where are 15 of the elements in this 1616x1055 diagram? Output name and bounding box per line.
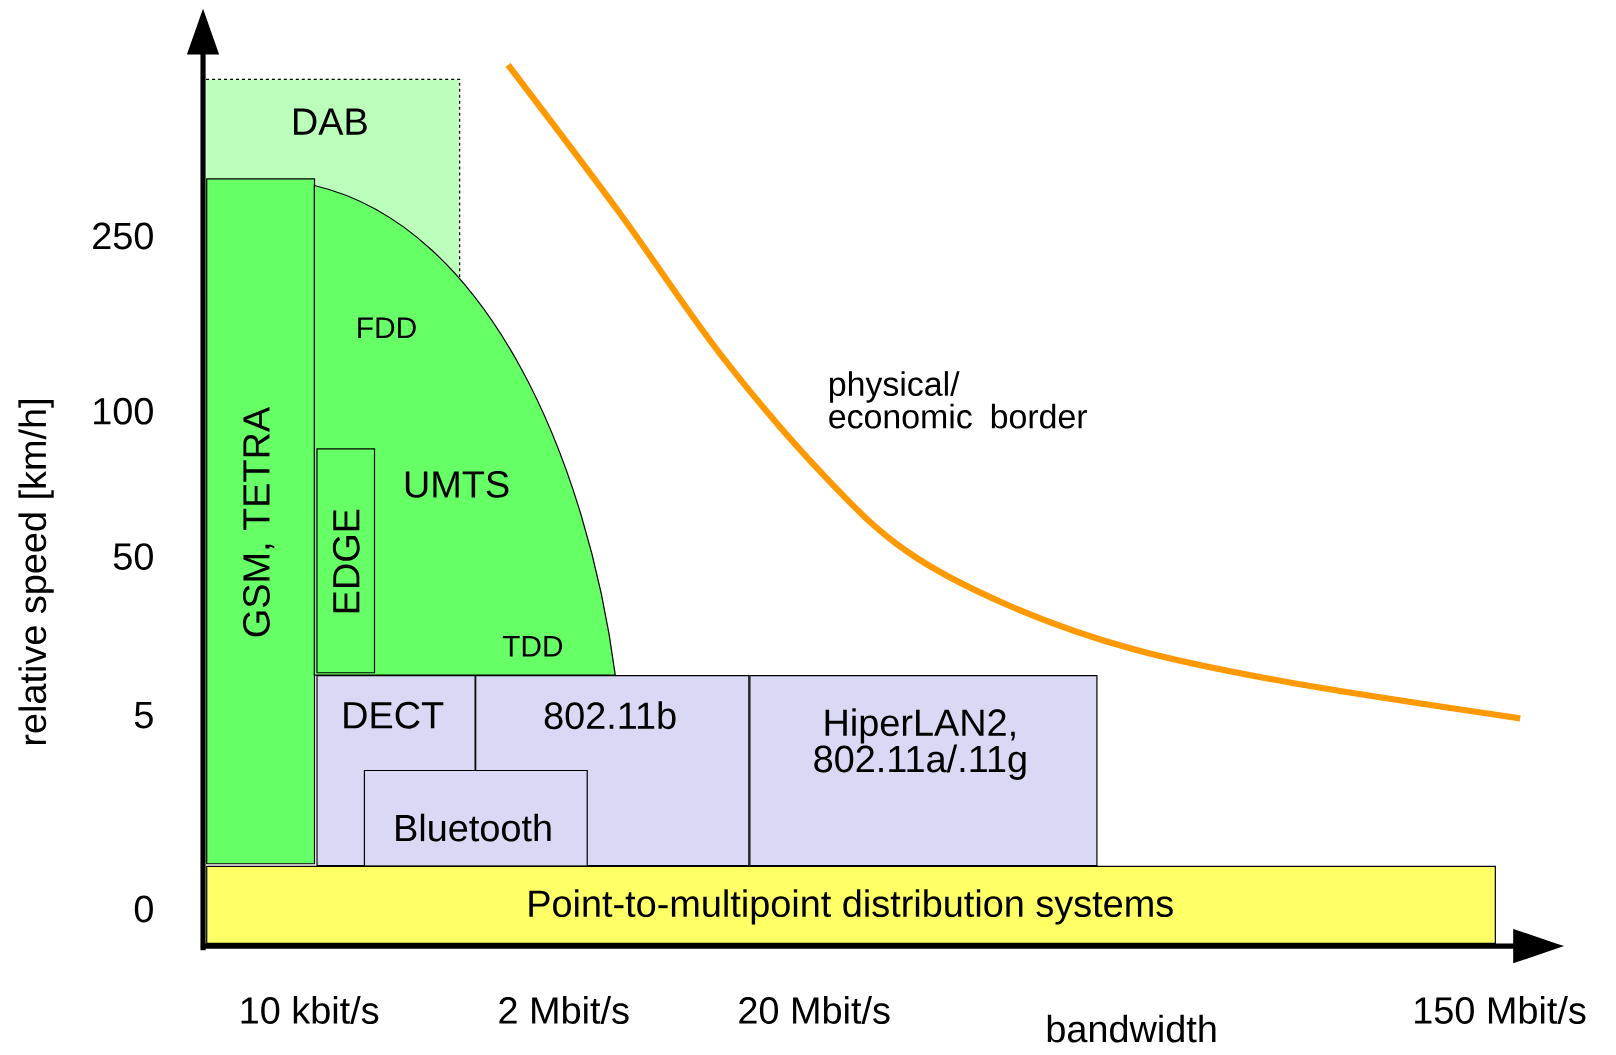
axis-title: bandwidth — [1047, 1014, 1216, 1043]
tick-label: 5 — [134, 702, 153, 729]
tick-label: 50 — [113, 543, 153, 570]
tick-label: 150 Mbit/s — [1415, 996, 1586, 1024]
tick-label: 10 kbit/s — [241, 996, 379, 1024]
tick-label: 100 — [94, 397, 153, 425]
tick-label: 20 Mbit/s — [739, 996, 890, 1024]
tick-label: 250 — [93, 222, 153, 250]
tick-label: 0 — [134, 895, 153, 923]
tick-label: 2 Mbit/s — [499, 996, 629, 1024]
technology-box: Bluetooth — [363, 769, 588, 867]
technology-box: Point-to-multipoint distribution systems — [206, 865, 1496, 944]
curve-label: physical/ economic border — [829, 371, 1087, 429]
axis-title: relative speed [km/h] — [18, 400, 54, 745]
technology-box: HiperLAN2, 802.11a/.11g — [749, 675, 1098, 867]
